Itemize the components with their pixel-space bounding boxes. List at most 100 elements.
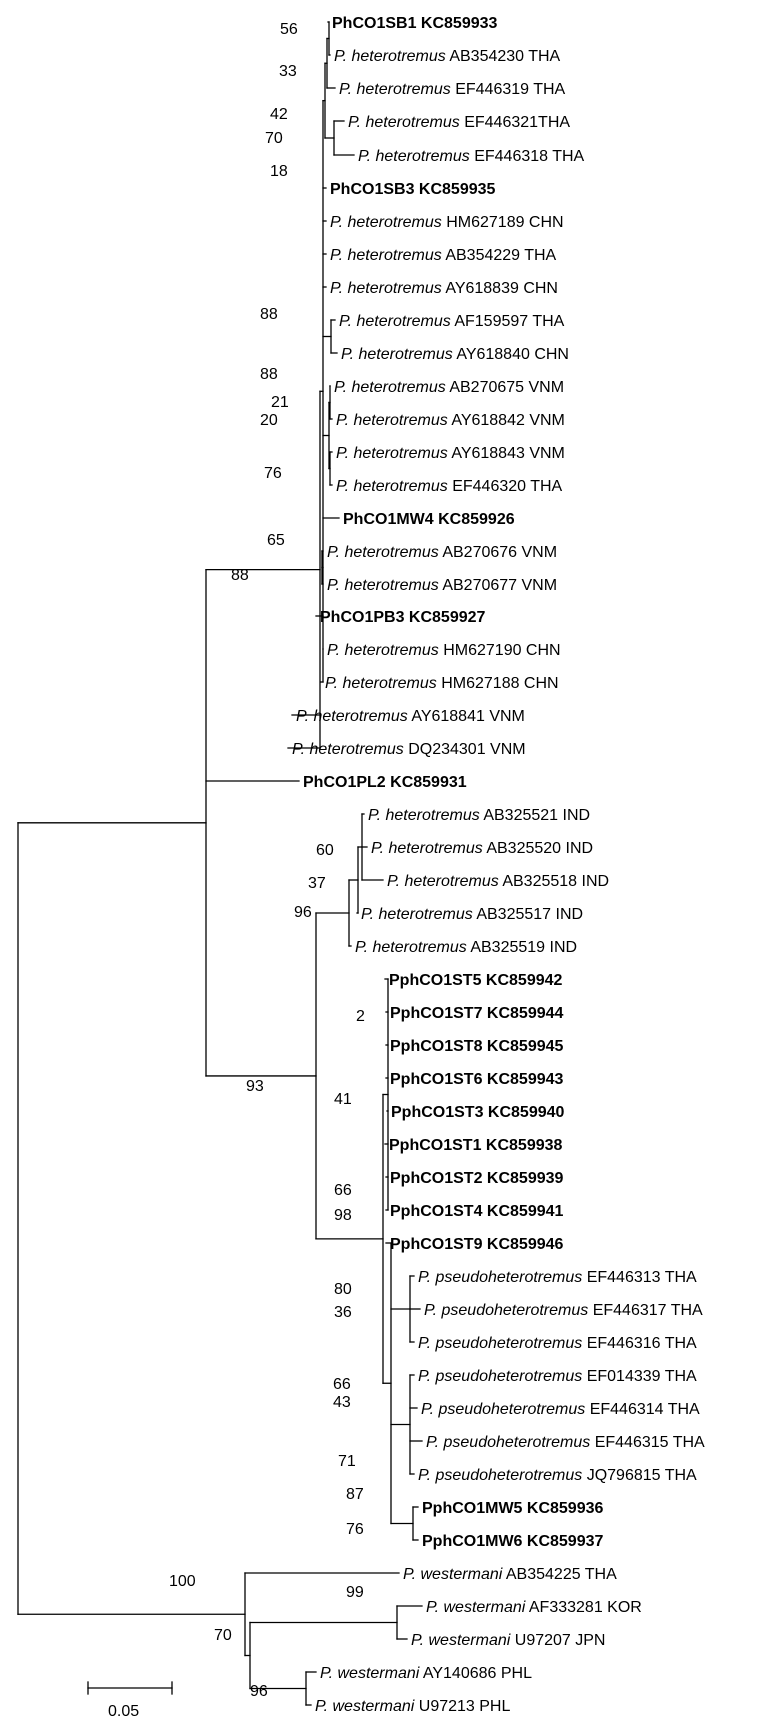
species-name: P. heterotremus [387,873,499,890]
species-name: P. pseudoheterotremus [418,1368,582,1385]
accession-code: U97207 JPN [510,1632,605,1649]
species-name: P. heterotremus [339,313,451,330]
bootstrap-value: 70 [214,1627,232,1644]
species-name: P. heterotremus [330,247,442,264]
accession-code: AY618842 VNM [448,412,565,429]
species-name: P. westermani [320,1665,420,1682]
taxon-label: P. westermani U97213 PHL [315,1698,510,1715]
taxon-label: P. heterotremus EF446318 THA [358,148,585,165]
species-name: P. westermani [411,1632,511,1649]
species-name: P. heterotremus [330,214,442,231]
species-name: P. westermani [426,1599,526,1616]
species-name: P. heterotremus [358,148,470,165]
taxon-label: P. heterotremus AB325518 IND [387,873,609,890]
accession-code: AB354230 THA [446,48,561,65]
taxon-label: PphCO1ST9 KC859946 [390,1236,564,1253]
accession-code: AB325517 IND [473,906,583,923]
bootstrap-value: 71 [338,1453,356,1470]
accession-code: AY140686 PHL [419,1665,532,1682]
accession-code: EF446315 THA [590,1434,705,1451]
bootstrap-value: 18 [270,163,288,180]
bootstrap-value: 37 [308,875,326,892]
taxon-label: P. heterotremus EF446319 THA [339,81,566,98]
accession-code: JQ796815 THA [582,1467,697,1484]
species-name: P. westermani [315,1698,415,1715]
taxon-label: P. heterotremus AY618840 CHN [341,346,569,363]
bootstrap-value: 21 [271,394,289,411]
accession-code: EF446321THA [460,114,571,131]
species-name: P. heterotremus [361,906,473,923]
bootstrap-value: 80 [334,1281,352,1298]
taxon-label: P. heterotremus HM627188 CHN [325,675,559,692]
taxon-label: P. heterotremus EF446321THA [348,114,570,131]
taxon-label: P. heterotremus AY618841 VNM [296,708,525,725]
bootstrap-value: 88 [260,306,278,323]
bootstrap-value: 76 [264,465,282,482]
bootstrap-value: 96 [294,904,312,921]
taxon-label: PhCO1SB1 KC859933 [332,15,498,32]
species-name: P. pseudoheterotremus [418,1467,582,1484]
accession-code: AB270675 VNM [446,379,564,396]
taxon-label: PhCO1MW4 KC859926 [343,511,515,528]
taxon-label: PhCO1PL2 KC859931 [303,774,467,791]
accession-code: AY618840 CHN [453,346,569,363]
taxon-label: P. heterotremus AB325521 IND [368,807,590,824]
taxon-label: PphCO1MW6 KC859937 [422,1533,603,1550]
bootstrap-value: 2 [356,1008,365,1025]
bootstrap-value: 56 [280,21,298,38]
accession-code: EF446318 THA [470,148,585,165]
taxon-label: PphCO1MW5 KC859936 [422,1500,603,1517]
taxon-label: PphCO1ST3 KC859940 [391,1104,565,1121]
accession-code: EF446313 THA [582,1269,697,1286]
bootstrap-value: 41 [334,1091,352,1108]
bootstrap-value: 42 [270,106,288,123]
species-name: P. heterotremus [330,280,442,297]
taxon-label: P. pseudoheterotremus EF446315 THA [426,1434,705,1451]
accession-code: EF014339 THA [582,1368,697,1385]
bootstrap-value: 99 [346,1584,364,1601]
taxon-label: PphCO1ST6 KC859943 [390,1071,564,1088]
accession-code: U97213 PHL [414,1698,510,1715]
bootstrap-value: 60 [316,842,334,859]
species-name: P. pseudoheterotremus [426,1434,590,1451]
species-name: P. heterotremus [371,840,483,857]
bootstrap-value: 76 [346,1521,364,1538]
taxon-label: P. heterotremus AB354229 THA [330,247,557,264]
species-name: P. heterotremus [334,48,446,65]
accession-code: EF446320 THA [448,478,563,495]
bootstrap-value: 88 [231,567,249,584]
taxon-label: P. heterotremus AY618839 CHN [330,280,558,297]
taxon-label: P. westermani AB354225 THA [403,1566,617,1583]
species-name: P. heterotremus [339,81,451,98]
accession-code: EF446314 THA [585,1401,700,1418]
accession-code: EF446316 THA [582,1335,697,1352]
accession-code: HM627188 CHN [437,675,559,692]
taxon-label: P. heterotremus AB325517 IND [361,906,583,923]
bootstrap-value: 66 [333,1376,351,1393]
taxon-label: P. heterotremus AB354230 THA [334,48,561,65]
taxon-label: P. heterotremus AB325519 IND [355,939,577,956]
species-name: P. westermani [403,1566,503,1583]
bootstrap-value: 66 [334,1182,352,1199]
taxon-label: P. heterotremus AY618842 VNM [336,412,565,429]
taxon-label: P. pseudoheterotremus JQ796815 THA [418,1467,697,1484]
accession-code: AB325520 IND [483,840,593,857]
scale-bar: 0.05 [87,1681,173,1720]
taxon-label: P. heterotremus AY618843 VNM [336,445,565,462]
accession-code: DQ234301 VNM [404,741,526,758]
taxon-label: P. heterotremus HM627190 CHN [327,642,561,659]
species-name: P. heterotremus [334,379,446,396]
species-name: P. heterotremus [327,544,439,561]
bootstrap-value: 87 [346,1486,364,1503]
species-name: P. pseudoheterotremus [424,1302,588,1319]
tree-branches [17,21,423,1706]
taxon-label: P. heterotremus DQ234301 VNM [292,741,526,758]
taxon-label: P. heterotremus AB270675 VNM [334,379,564,396]
accession-code: AF159597 THA [451,313,565,330]
accession-code: EF446319 THA [451,81,566,98]
species-name: P. heterotremus [292,741,404,758]
accession-code: AB325519 IND [467,939,577,956]
accession-code: AB270677 VNM [439,577,557,594]
species-name: P. heterotremus [296,708,408,725]
